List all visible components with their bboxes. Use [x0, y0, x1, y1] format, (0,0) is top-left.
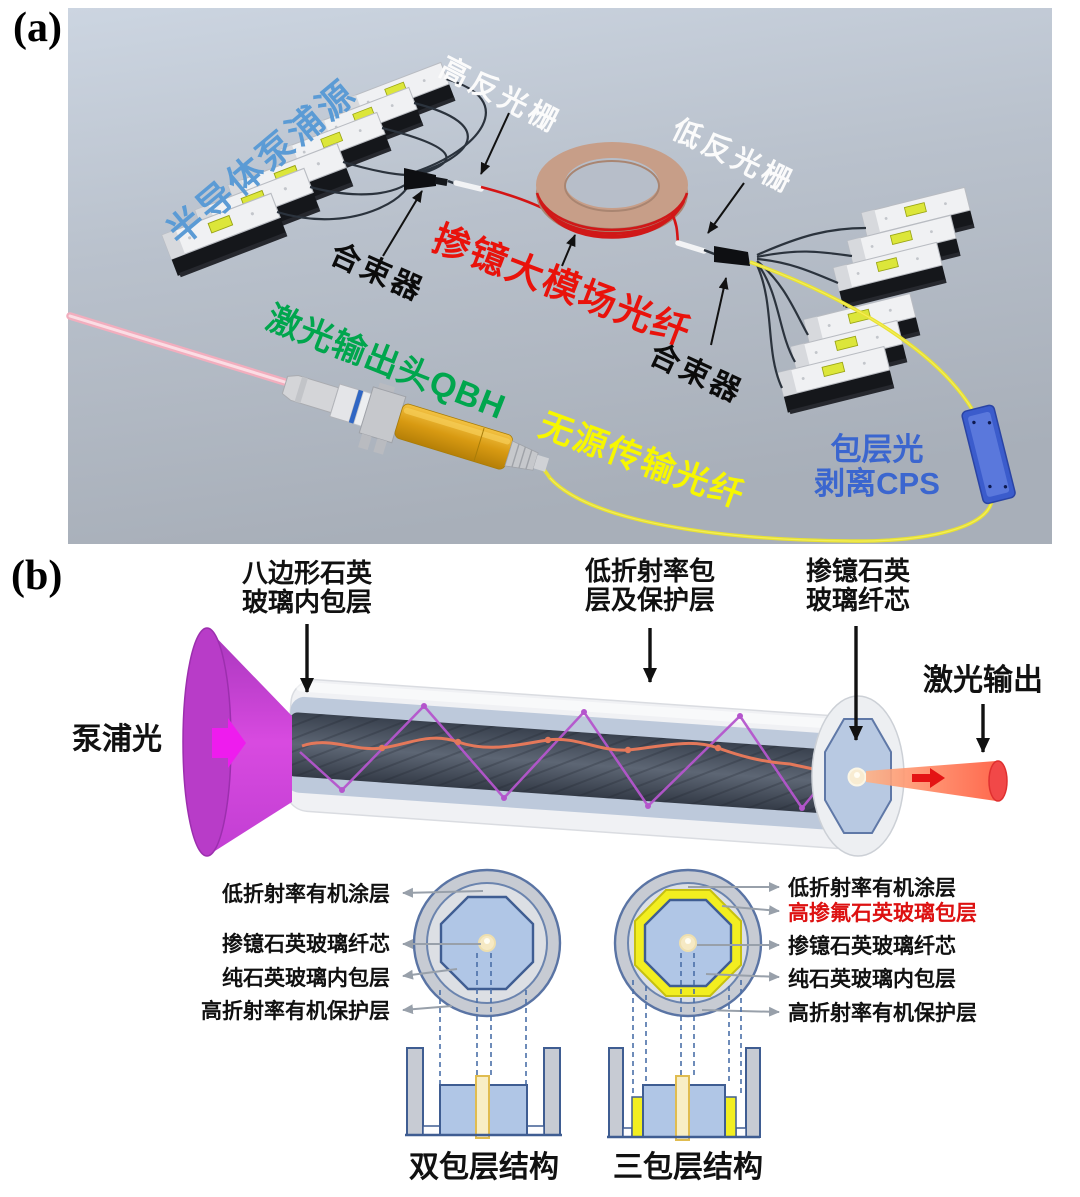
- cross-section-triple: [613, 868, 763, 1018]
- combiner-right-device: [714, 246, 750, 266]
- caption-double-clad: 双包层结构: [409, 1151, 559, 1185]
- projection-lines: [439, 953, 742, 1096]
- output-beam: [866, 760, 1008, 802]
- label-yb-core: 掺镱石英 玻璃纤芯: [805, 555, 911, 615]
- fiber-endface: [811, 695, 905, 857]
- cross-section-double: [412, 868, 562, 1018]
- label-left-core: 掺镱石英玻璃纤芯: [222, 933, 390, 956]
- label-octagonal-cladding-line1: 八边形石英: [241, 557, 373, 588]
- caption-triple-clad: 三包层结构: [613, 1151, 763, 1185]
- label-right-fluorine-cladding: 高掺氟石英玻璃包层: [788, 902, 977, 925]
- panel-a-scene: [66, 8, 1052, 544]
- label-laser-output: 激光输出: [923, 664, 1043, 698]
- label-low-index-layer: 低折射率包 层及保护层: [584, 555, 716, 615]
- label-cps-stripper: 包层光 剥离CPS: [814, 431, 940, 501]
- pump-ray-zigzag: [299, 703, 841, 811]
- output-direction-arrow: [912, 768, 945, 788]
- label-octagonal-cladding-line2: 玻璃内包层: [241, 587, 373, 617]
- yellow-fiber: [540, 260, 994, 543]
- panel-b-tag: (b): [11, 553, 63, 599]
- panel-b-scene: [182, 624, 1008, 1141]
- label-yb-core-line2: 玻璃纤芯: [805, 585, 911, 615]
- label-octagonal-cladding: 八边形石英 玻璃内包层: [241, 557, 373, 617]
- panel-a-tag: (a): [13, 5, 62, 51]
- fiber-cylinder: [284, 678, 869, 850]
- leader-lines: [402, 882, 780, 1017]
- pump-direction-arrow: [212, 718, 246, 768]
- label-left-coating: 低折射率有机涂层: [222, 883, 390, 906]
- pump-cone: [182, 627, 292, 857]
- lr-fbg: [675, 240, 707, 254]
- label-left-inner-cladding: 纯石英玻璃内包层: [222, 967, 390, 990]
- label-right-coating: 低折射率有机涂层: [788, 877, 956, 900]
- panel-a-arrows: [382, 112, 745, 346]
- label-pump-light: 泵浦光: [72, 723, 162, 757]
- label-cps-line2: 剥离CPS: [814, 466, 940, 501]
- label-low-index-layer-line1: 低折射率包: [584, 555, 716, 586]
- label-yb-core-line1: 掺镱石英: [805, 555, 911, 586]
- hr-fbg: [453, 180, 484, 192]
- panel-b-arrows: [300, 624, 990, 753]
- fiber-coil: [535, 142, 689, 239]
- index-profile-double: [405, 1047, 562, 1139]
- label-low-index-layer-line2: 层及保护层: [584, 585, 716, 615]
- qbh-head: [281, 374, 550, 472]
- combiner-left-device: [404, 168, 436, 190]
- label-right-protective-layer: 高折射率有机保护层: [788, 1002, 977, 1025]
- laser-beam-pink: [66, 312, 292, 387]
- label-right-inner-cladding: 纯石英玻璃内包层: [788, 968, 956, 991]
- label-cps-line1: 包层光: [830, 431, 924, 467]
- index-profile-triple: [607, 1047, 761, 1141]
- cps-stripper-device: [961, 404, 1016, 505]
- label-right-core: 掺镱石英玻璃纤芯: [788, 935, 956, 958]
- label-left-protective-layer: 高折射率有机保护层: [201, 1000, 390, 1023]
